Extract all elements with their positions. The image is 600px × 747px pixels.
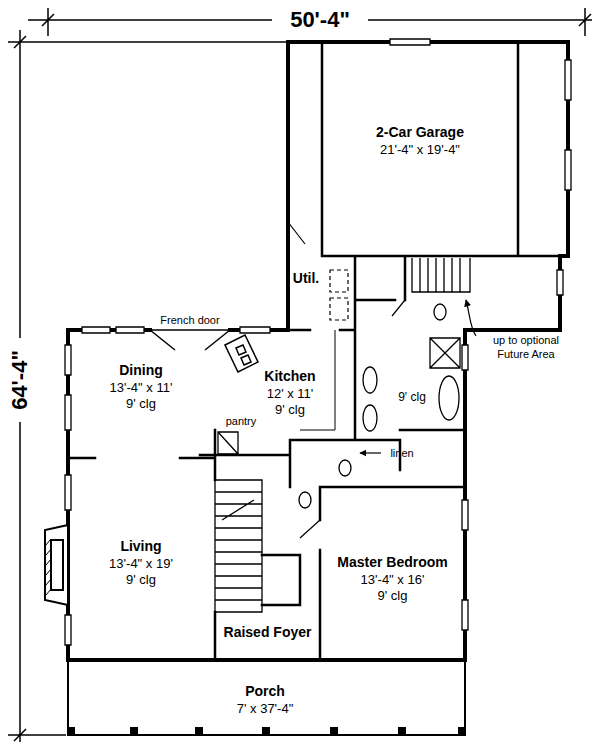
plan-note: French door — [146, 313, 234, 328]
appliance — [330, 270, 348, 320]
leader-line — [360, 452, 381, 453]
room-dimension: 9' clg — [126, 396, 156, 412]
room-area: Raised Foyer — [220, 622, 315, 644]
room-area: 2-Car Garage21'-4" x 19'-4" — [325, 118, 515, 164]
room-dimension: 9' clg — [378, 588, 408, 604]
room-dimension: 9' clg — [126, 572, 156, 588]
porch-posts — [67, 727, 466, 735]
room-dimension: 13'-4" x 16' — [361, 572, 425, 588]
toilet — [339, 460, 351, 476]
room-name: Kitchen — [264, 368, 315, 386]
toilet — [299, 492, 311, 508]
room-dimension: 9' clg — [275, 402, 305, 418]
porch-outline — [68, 660, 465, 735]
room-name: Master Bedroom — [337, 554, 447, 572]
plan-note: 9' clg — [390, 389, 434, 405]
fireplace-hatch — [46, 540, 51, 595]
room-dimension: 13'-4" x 19' — [109, 556, 173, 572]
kitchen-cooktop — [225, 335, 258, 372]
dimension-label: 64'-4" — [6, 338, 34, 422]
room-name: 2-Car Garage — [376, 124, 464, 142]
plan-note: up to optional Future Area — [476, 334, 576, 364]
room-dimension: 13'-4" x 11' — [110, 380, 173, 396]
room-area: Living13'-4" x 19'9' clg — [78, 532, 204, 594]
plan-note: pantry — [220, 414, 262, 429]
room-area: Kitchen12' x 11'9' clg — [250, 362, 330, 424]
plan-note: linen — [384, 446, 420, 461]
fireplace — [45, 525, 68, 605]
room-dimension: 12' x 11' — [267, 386, 314, 402]
shower — [430, 338, 460, 368]
sink — [363, 405, 377, 431]
french-door — [150, 330, 230, 350]
toilet — [434, 304, 446, 320]
room-area: Porch7' x 37'-4" — [180, 680, 350, 720]
pantry-closet — [218, 432, 238, 454]
bathtub — [439, 376, 459, 420]
interior-wall — [68, 42, 568, 660]
sink — [363, 367, 377, 393]
exterior-wall — [68, 42, 568, 660]
room-area: Util. — [287, 268, 325, 290]
room-dimension: 21'-4" x 19'-4" — [380, 142, 460, 158]
room-name: Raised Foyer — [224, 624, 312, 642]
leader-line — [466, 300, 476, 336]
stairs — [215, 258, 470, 612]
room-area: Master Bedroom13'-4" x 16'9' clg — [325, 548, 460, 610]
room-name: Porch — [245, 683, 285, 701]
room-name: Util. — [293, 270, 319, 288]
room-name: Living — [120, 538, 161, 556]
room-name: Dining — [119, 362, 163, 380]
dimension-line — [8, 8, 592, 742]
room-dimension: 7' x 37'-4" — [237, 701, 294, 717]
room-area: Dining13'-4" x 11'9' clg — [78, 356, 204, 418]
dimension-label: 50'-4" — [272, 6, 368, 34]
